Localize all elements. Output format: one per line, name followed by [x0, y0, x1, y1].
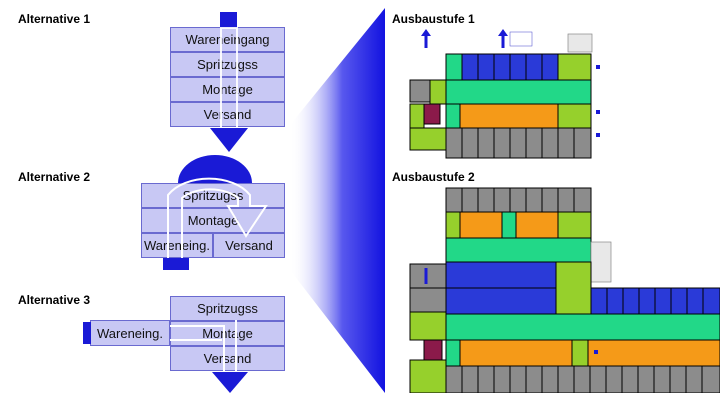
alt3-versand: Versand [170, 346, 285, 371]
alt1-spritzguss: Spritzugss [170, 52, 285, 77]
alt1-wareneingang: Wareneingang [170, 27, 285, 52]
alt2-arrow-outline [167, 177, 268, 258]
alt3-arrow-start [83, 322, 91, 344]
alt3-arrow-head [212, 372, 248, 393]
alt1-montage: Montage [170, 77, 285, 102]
alt1-versand: Versand [170, 102, 285, 127]
alternative-3-title: Alternative 3 [18, 293, 91, 307]
ausbaustufe-2-title: Ausbaustufe 2 [392, 170, 475, 184]
alt2-arrow-start [163, 258, 189, 270]
alt2-spritzguss: Spritzugss [141, 183, 285, 208]
projection-wedge [290, 8, 385, 393]
alt2-wareneingang: Wareneing. [141, 233, 213, 258]
ausbaustufe-1-title: Ausbaustufe 1 [392, 12, 475, 26]
alt3-wareneingang: Wareneing. [90, 320, 170, 346]
alt2-versand: Versand [213, 233, 285, 258]
alt3-spritzguss: Spritzugss [170, 296, 285, 321]
plan-stage-2 [409, 187, 720, 393]
alt1-arrow-head [210, 128, 248, 152]
alt2-arrow-arc [178, 155, 252, 183]
alternative-1-title: Alternative 1 [18, 12, 91, 26]
alternative-2-title: Alternative 2 [18, 170, 91, 184]
plan-stage-1 [409, 29, 600, 159]
alt1-arrow-start [220, 12, 237, 28]
